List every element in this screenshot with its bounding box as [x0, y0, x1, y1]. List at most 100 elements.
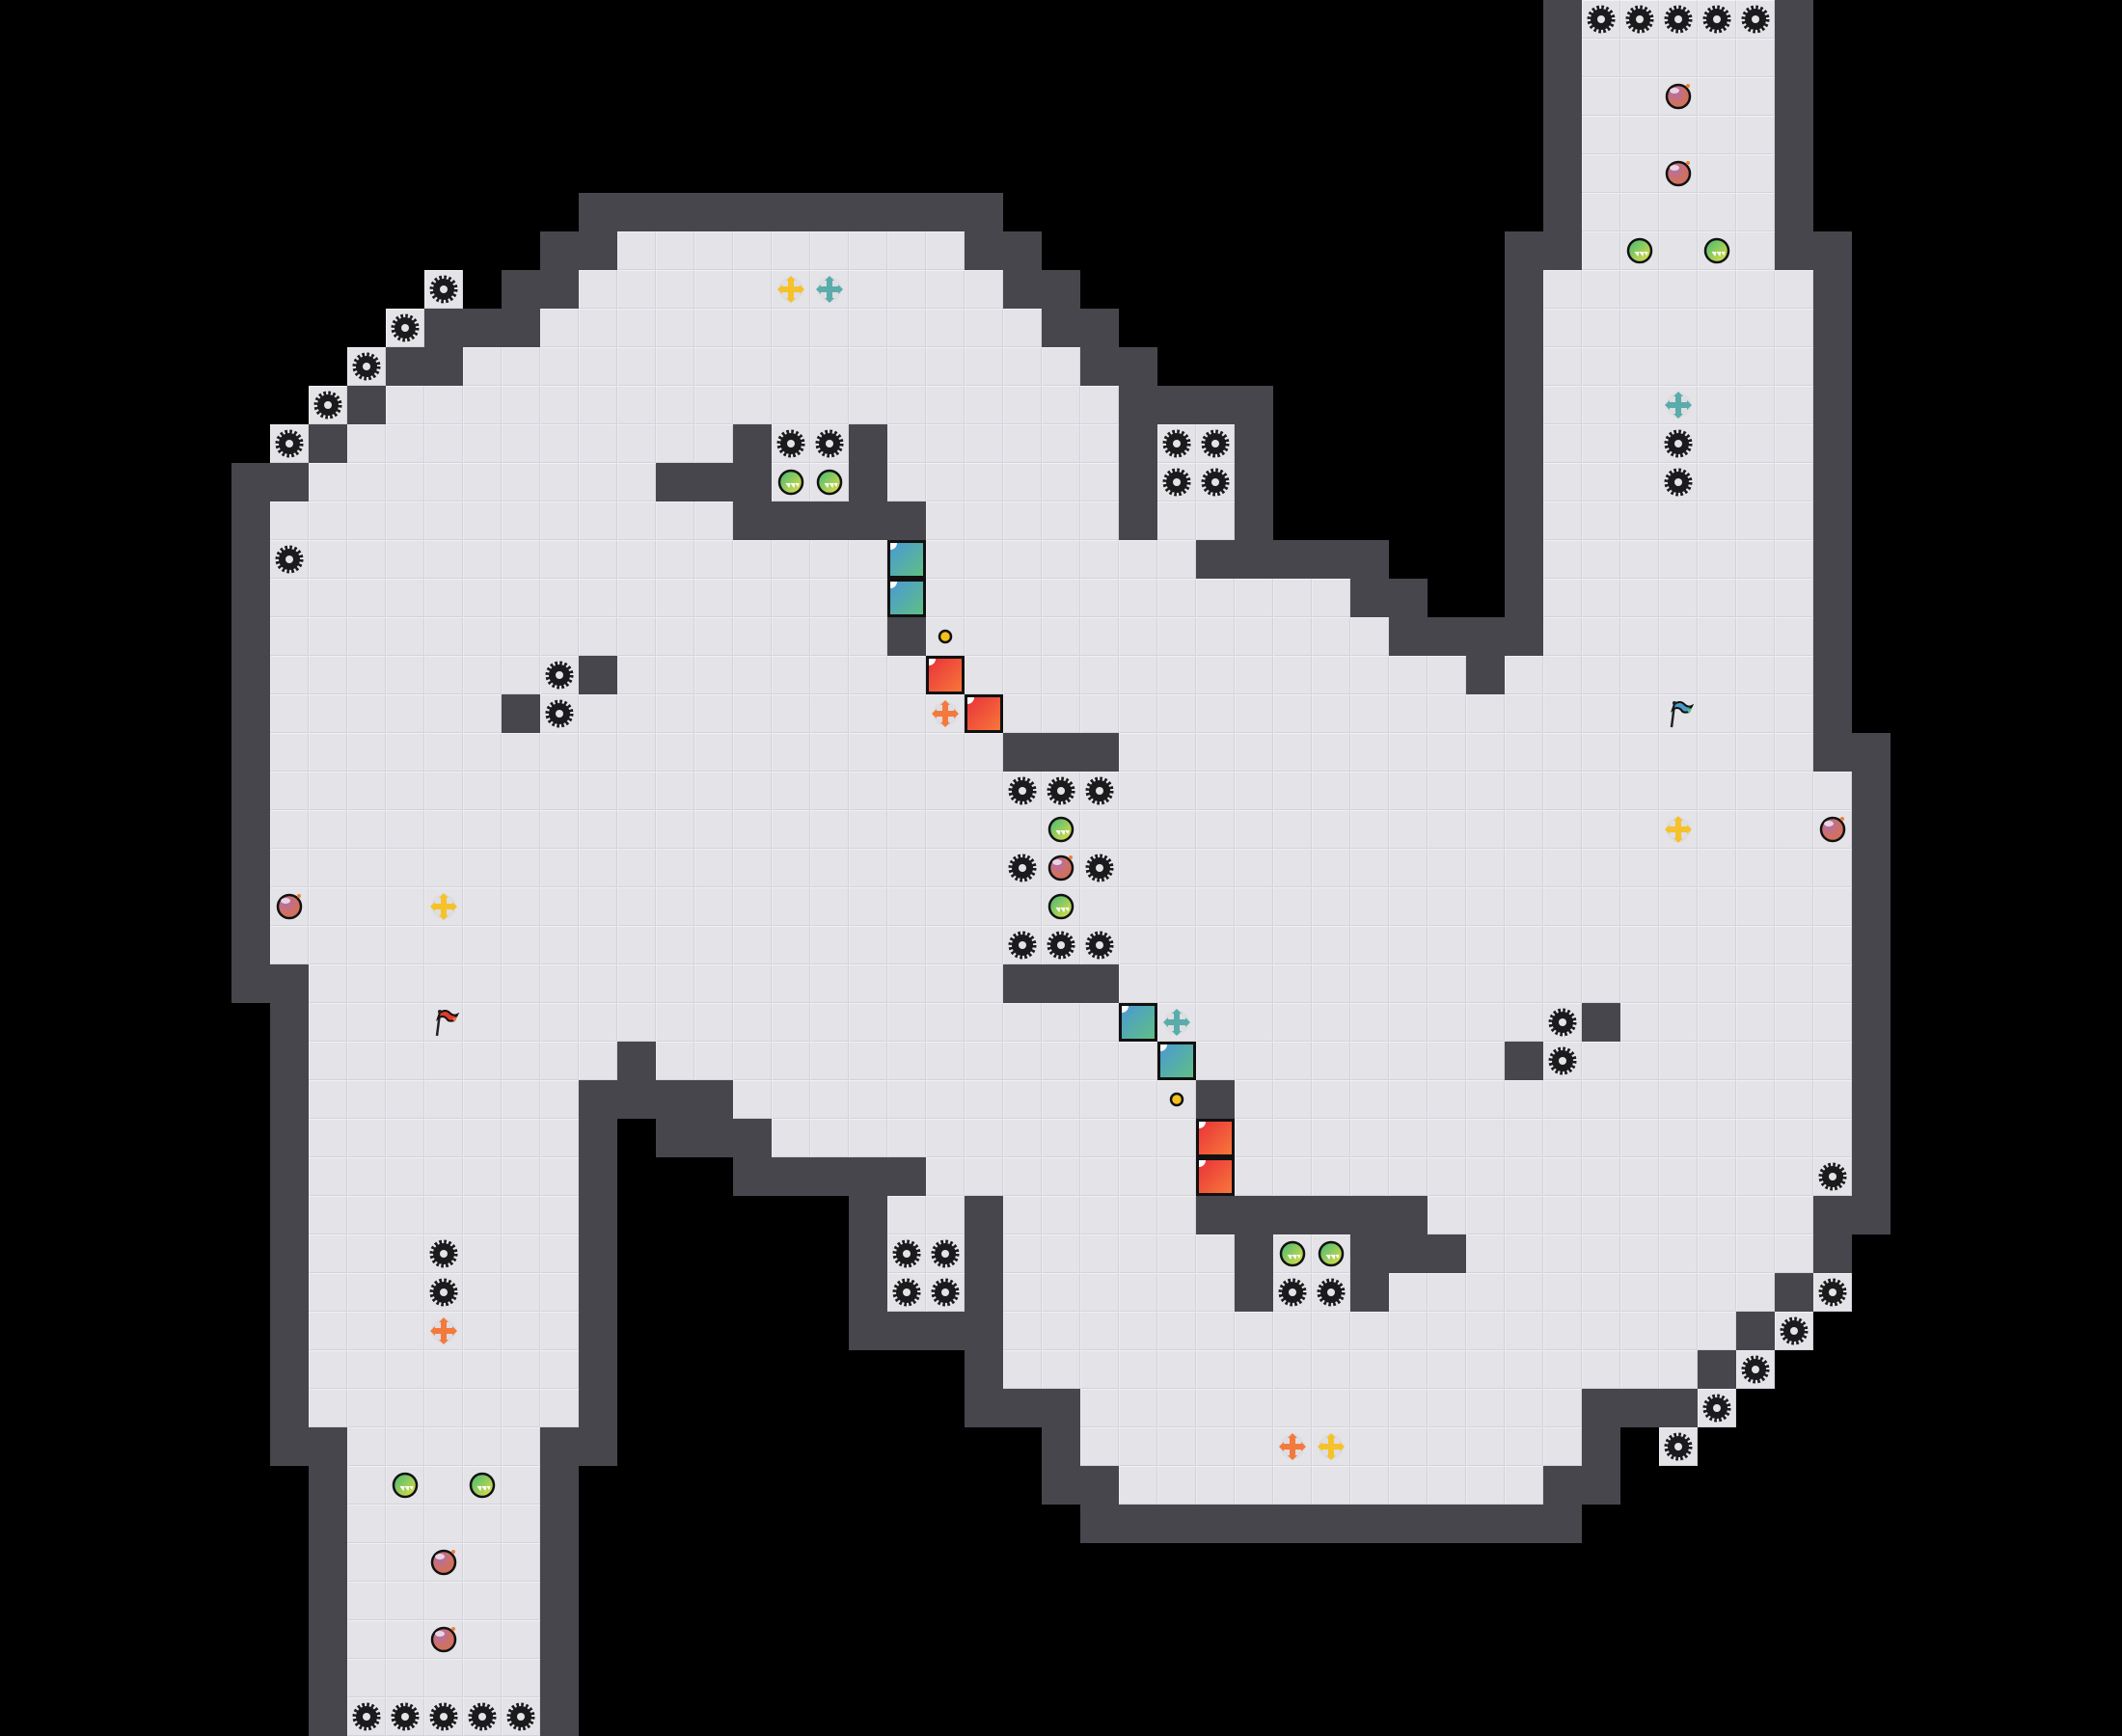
floor-tile	[347, 772, 386, 810]
floor-tile	[965, 617, 1003, 656]
floor-tile	[1698, 849, 1736, 887]
floor-tile	[347, 1157, 386, 1196]
wall-tile	[810, 193, 849, 231]
floor-tile	[810, 1042, 849, 1080]
red-block[interactable]	[965, 694, 1003, 733]
floor-tile	[463, 1543, 502, 1582]
floor-tile	[926, 309, 965, 347]
floor-tile	[1235, 926, 1273, 964]
floor-tile	[424, 1659, 463, 1697]
floor-tile	[1389, 964, 1428, 1003]
floor-tile	[1582, 540, 1620, 579]
floor-tile	[1389, 694, 1428, 733]
wall-tile	[1235, 1505, 1273, 1543]
floor-tile	[1428, 887, 1466, 926]
floor-tile	[1775, 424, 1813, 463]
wall-tile	[1119, 1505, 1157, 1543]
floor-tile	[1698, 964, 1736, 1003]
floor-tile	[887, 694, 926, 733]
blue-block[interactable]	[887, 540, 926, 579]
green-orb-icon	[1042, 810, 1080, 849]
floor-tile	[1235, 1157, 1273, 1196]
floor-tile	[463, 1273, 502, 1312]
floor-tile	[1582, 502, 1620, 540]
floor-tile	[309, 1234, 347, 1273]
floor-tile	[579, 1042, 617, 1080]
floor-tile	[1428, 1466, 1466, 1505]
floor-tile	[849, 656, 887, 694]
floor-tile	[1505, 964, 1543, 1003]
wall-tile	[965, 1389, 1003, 1427]
floor-tile	[1428, 1389, 1466, 1427]
floor-tile	[1505, 810, 1543, 849]
floor-tile	[1428, 1312, 1466, 1350]
floor-tile	[1350, 964, 1389, 1003]
wall-tile	[733, 193, 772, 231]
floor-tile	[1235, 1312, 1273, 1350]
wall-tile	[231, 617, 270, 656]
wall-tile	[1852, 1119, 1891, 1157]
floor-tile	[1312, 1003, 1350, 1042]
floor-tile	[347, 926, 386, 964]
floor-tile	[772, 1003, 810, 1042]
floor-tile	[502, 772, 540, 810]
floor-tile	[1582, 231, 1620, 270]
red-block[interactable]	[926, 656, 965, 694]
blue-block[interactable]	[1119, 1003, 1157, 1042]
wall-tile	[849, 1312, 887, 1350]
blue-block[interactable]	[1157, 1042, 1196, 1080]
floor-tile	[540, 1080, 579, 1119]
wall-tile	[1505, 347, 1543, 386]
floor-tile	[965, 1119, 1003, 1157]
wall-tile	[849, 463, 887, 502]
floor-tile	[1196, 1234, 1235, 1273]
floor-tile	[347, 579, 386, 617]
floor-tile	[347, 540, 386, 579]
wall-tile	[1852, 926, 1891, 964]
floor-tile	[1080, 1312, 1119, 1350]
floor-tile	[463, 1003, 502, 1042]
floor-tile	[1543, 617, 1582, 656]
floor-tile	[1235, 1466, 1273, 1505]
wall-tile	[1119, 386, 1157, 424]
floor-tile	[1235, 849, 1273, 887]
floor-tile	[540, 887, 579, 926]
floor-tile	[926, 424, 965, 463]
wall-tile	[1505, 386, 1543, 424]
floor-tile	[617, 733, 656, 772]
floor-tile	[1389, 1466, 1428, 1505]
wall-tile	[965, 193, 1003, 231]
floor-tile	[309, 502, 347, 540]
floor-tile	[1350, 1312, 1389, 1350]
wall-tile	[1775, 154, 1813, 193]
floor-tile	[1736, 772, 1775, 810]
wall-tile	[1813, 617, 1852, 656]
floor-tile	[1543, 810, 1582, 849]
floor-tile	[1582, 1042, 1620, 1080]
red-block[interactable]	[1196, 1119, 1235, 1157]
floor-tile	[965, 424, 1003, 463]
blue-block[interactable]	[887, 579, 926, 617]
floor-tile	[1080, 617, 1119, 656]
red-block[interactable]	[1196, 1157, 1235, 1196]
floor-tile	[810, 579, 849, 617]
floor-tile	[1775, 733, 1813, 772]
floor-tile	[965, 309, 1003, 347]
floor-tile	[540, 810, 579, 849]
gear-spike-icon	[347, 1697, 386, 1736]
floor-tile	[1235, 733, 1273, 772]
floor-tile	[926, 964, 965, 1003]
floor-tile	[579, 810, 617, 849]
floor-tile	[617, 579, 656, 617]
floor-tile	[424, 1350, 463, 1389]
floor-tile	[1312, 1466, 1350, 1505]
floor-tile	[887, 1003, 926, 1042]
floor-tile	[849, 926, 887, 964]
floor-tile	[1813, 1042, 1852, 1080]
floor-tile	[1582, 1234, 1620, 1273]
floor-tile	[810, 309, 849, 347]
wall-tile	[270, 1080, 309, 1119]
floor-tile	[1466, 926, 1505, 964]
cross-orange-icon	[1273, 1427, 1312, 1466]
